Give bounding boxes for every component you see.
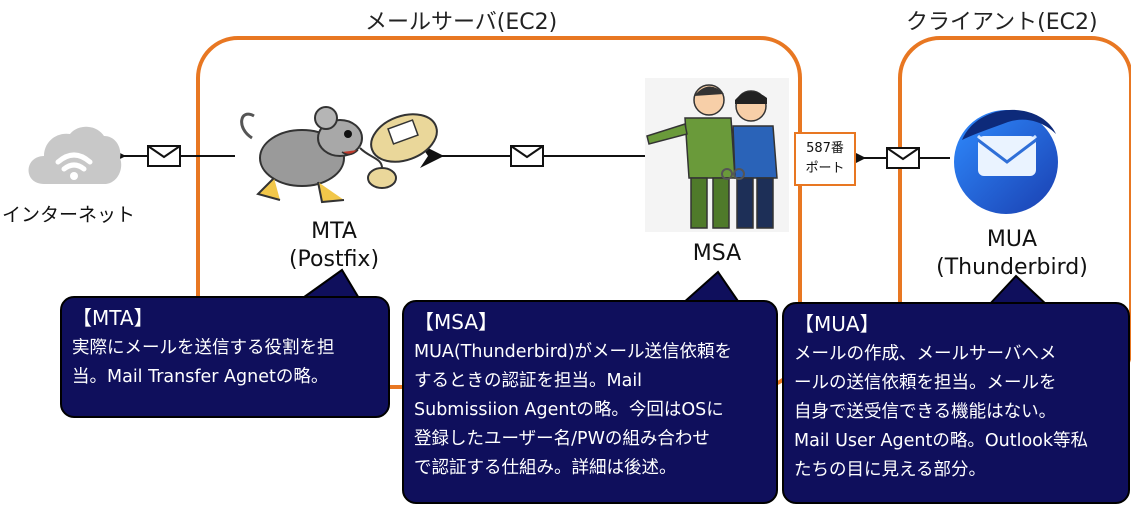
mta-callout-line: 実際にメールを送信する役割を担 xyxy=(72,338,335,358)
mta-callout: 【MTA】 実際にメールを送信する役割を担 当。Mail Transfer Ag… xyxy=(60,296,390,418)
mua-callout-line: たちの目に見える部分。 xyxy=(794,460,986,480)
mua-label-line2: (Thunderbird) xyxy=(936,255,1088,280)
client-group-title: クライアント(EC2) xyxy=(906,10,1098,35)
port-label-line1: 587番 xyxy=(806,141,844,156)
mta-callout-heading: 【MTA】 xyxy=(72,306,154,330)
port-label-line2: ポート xyxy=(805,161,845,176)
mua-callout: 【MUA】 メールの作成、メールサーバへメ ールの送信依頼を担当。メールを 自身… xyxy=(782,302,1130,504)
envelope-icon xyxy=(886,147,920,169)
mail-server-group-title: メールサーバ(EC2) xyxy=(365,10,558,35)
msa-callout-line: 登録したユーザー名/PWの組み合わせ xyxy=(414,429,710,449)
mua-callout-line: Mail User Agentの略。Outlook等私 xyxy=(794,431,1088,451)
msa-callout-line: MUA(Thunderbird)がメール送信依頼を xyxy=(414,342,733,362)
msa-callout-line: Submissiion Agentの略。今回はOSに xyxy=(414,400,724,420)
mua-callout-heading: 【MUA】 xyxy=(794,312,880,336)
mta-label: MTA (Postfix) xyxy=(270,218,398,274)
thunderbird-logo-icon xyxy=(954,109,1058,214)
mta-label-line2: (Postfix) xyxy=(288,247,380,272)
msa-callout-heading: 【MSA】 xyxy=(414,310,499,334)
mua-callout-line: メールの作成、メールサーバへメ xyxy=(794,344,1057,364)
mta-label-line1: MTA xyxy=(311,219,357,244)
envelope-icon xyxy=(147,145,181,167)
mta-callout-line: 当。Mail Transfer Agnetの略。 xyxy=(72,367,329,387)
mua-label-line1: MUA xyxy=(986,227,1038,252)
mua-callout-line: ールの送信依頼を担当。メールを xyxy=(794,373,1057,393)
officer-checking-person-icon xyxy=(645,78,789,232)
mouse-carrying-mail-sack-icon xyxy=(240,106,438,204)
port-587-box: 587番 ポート xyxy=(794,132,856,186)
mua-callout-line: 自身で送受信できる機能はない。 xyxy=(794,402,1057,422)
envelope-icon xyxy=(510,145,544,167)
msa-callout-line: で認証する仕組み。詳細は後述。 xyxy=(414,458,677,478)
cloud-wifi-icon xyxy=(28,126,122,184)
msa-label: MSA xyxy=(692,241,742,266)
msa-callout-line: するときの認証を担当。Mail xyxy=(414,371,643,391)
internet-label: インターネット xyxy=(2,204,136,226)
mua-label: MUA (Thunderbird) xyxy=(932,226,1092,282)
msa-callout: 【MSA】 MUA(Thunderbird)がメール送信依頼を するときの認証を… xyxy=(402,300,778,504)
